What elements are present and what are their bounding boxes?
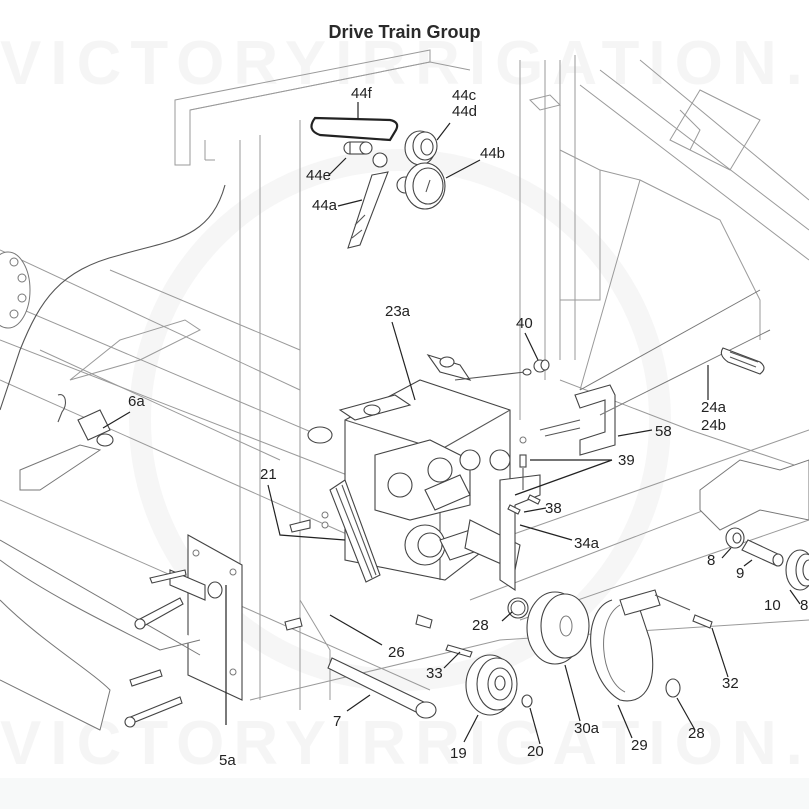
shaft-9: [741, 539, 784, 567]
callout-58: 58: [655, 423, 672, 440]
callout-10: 10: [764, 597, 781, 614]
brake-band-29: [590, 589, 691, 702]
arm-44a: [347, 152, 389, 249]
callout-44b: 44b: [480, 145, 506, 162]
pin-7: [327, 657, 437, 719]
callout-44d: 44d: [452, 103, 478, 120]
callout-26: 26: [388, 644, 405, 661]
pin-6a: [19, 394, 114, 491]
callout-44a: 44a: [312, 197, 338, 214]
left-pulley: [0, 251, 31, 329]
plate-5a: [169, 534, 243, 701]
cable: [0, 184, 226, 411]
callout-39: 39: [618, 452, 635, 469]
wheel-44b: [396, 162, 446, 210]
callout-32: 32: [722, 675, 739, 692]
bearing-8: [725, 527, 745, 549]
callout-28-upper: 28: [472, 617, 489, 634]
callout-21: 21: [260, 466, 277, 483]
pulley-44c-44d: [404, 130, 438, 166]
callout-5a: 5a: [219, 752, 236, 769]
callout-28-lower: 28: [688, 725, 705, 742]
spring-21: [289, 479, 381, 583]
plate-24b: [699, 459, 809, 531]
bolt-26: [284, 617, 303, 631]
bracket-34a: [499, 436, 541, 592]
callout-24b: 24b: [701, 417, 727, 434]
blade-left: [0, 539, 201, 731]
key-33: [445, 644, 473, 658]
callout-44f: 44f: [351, 85, 372, 102]
clip-20: [521, 694, 533, 708]
pin-32: [692, 614, 713, 629]
pedal-24a: [579, 289, 771, 416]
callout-34a: 34a: [574, 535, 600, 552]
callout-44e: 44e: [306, 167, 332, 184]
pulley-19: [465, 654, 518, 716]
drum-30a: [526, 591, 590, 665]
gearbox-23a: [307, 353, 526, 581]
callout-8: 8: [707, 552, 716, 569]
callout-23a: 23a: [385, 303, 411, 320]
callout-7: 7: [333, 713, 342, 730]
bracket-58: [539, 384, 616, 456]
callout-29: 29: [631, 737, 648, 754]
callout-33: 33: [426, 665, 443, 682]
bottom-strip: [0, 778, 809, 809]
diagram-title: Drive Train Group: [328, 22, 481, 42]
nut-40: [522, 359, 550, 376]
callout-30a: 30a: [574, 720, 600, 737]
callout-8-right: 8: [800, 597, 809, 614]
pulley-10: [785, 549, 809, 591]
belt-44f: [310, 116, 399, 142]
callout-38: 38: [545, 500, 562, 517]
bolt-small: [415, 614, 433, 629]
callout-44c: 44c: [452, 87, 477, 104]
ring-28-lower: [665, 678, 681, 698]
leader-lines: [102, 102, 801, 745]
callout-24a: 24a: [701, 399, 727, 416]
callout-20: 20: [527, 743, 544, 760]
callout-40: 40: [516, 315, 533, 332]
callout-6a: 6a: [128, 393, 145, 410]
callout-9: 9: [736, 565, 745, 582]
callout-19: 19: [450, 745, 467, 762]
bushing-44e: [343, 141, 373, 155]
